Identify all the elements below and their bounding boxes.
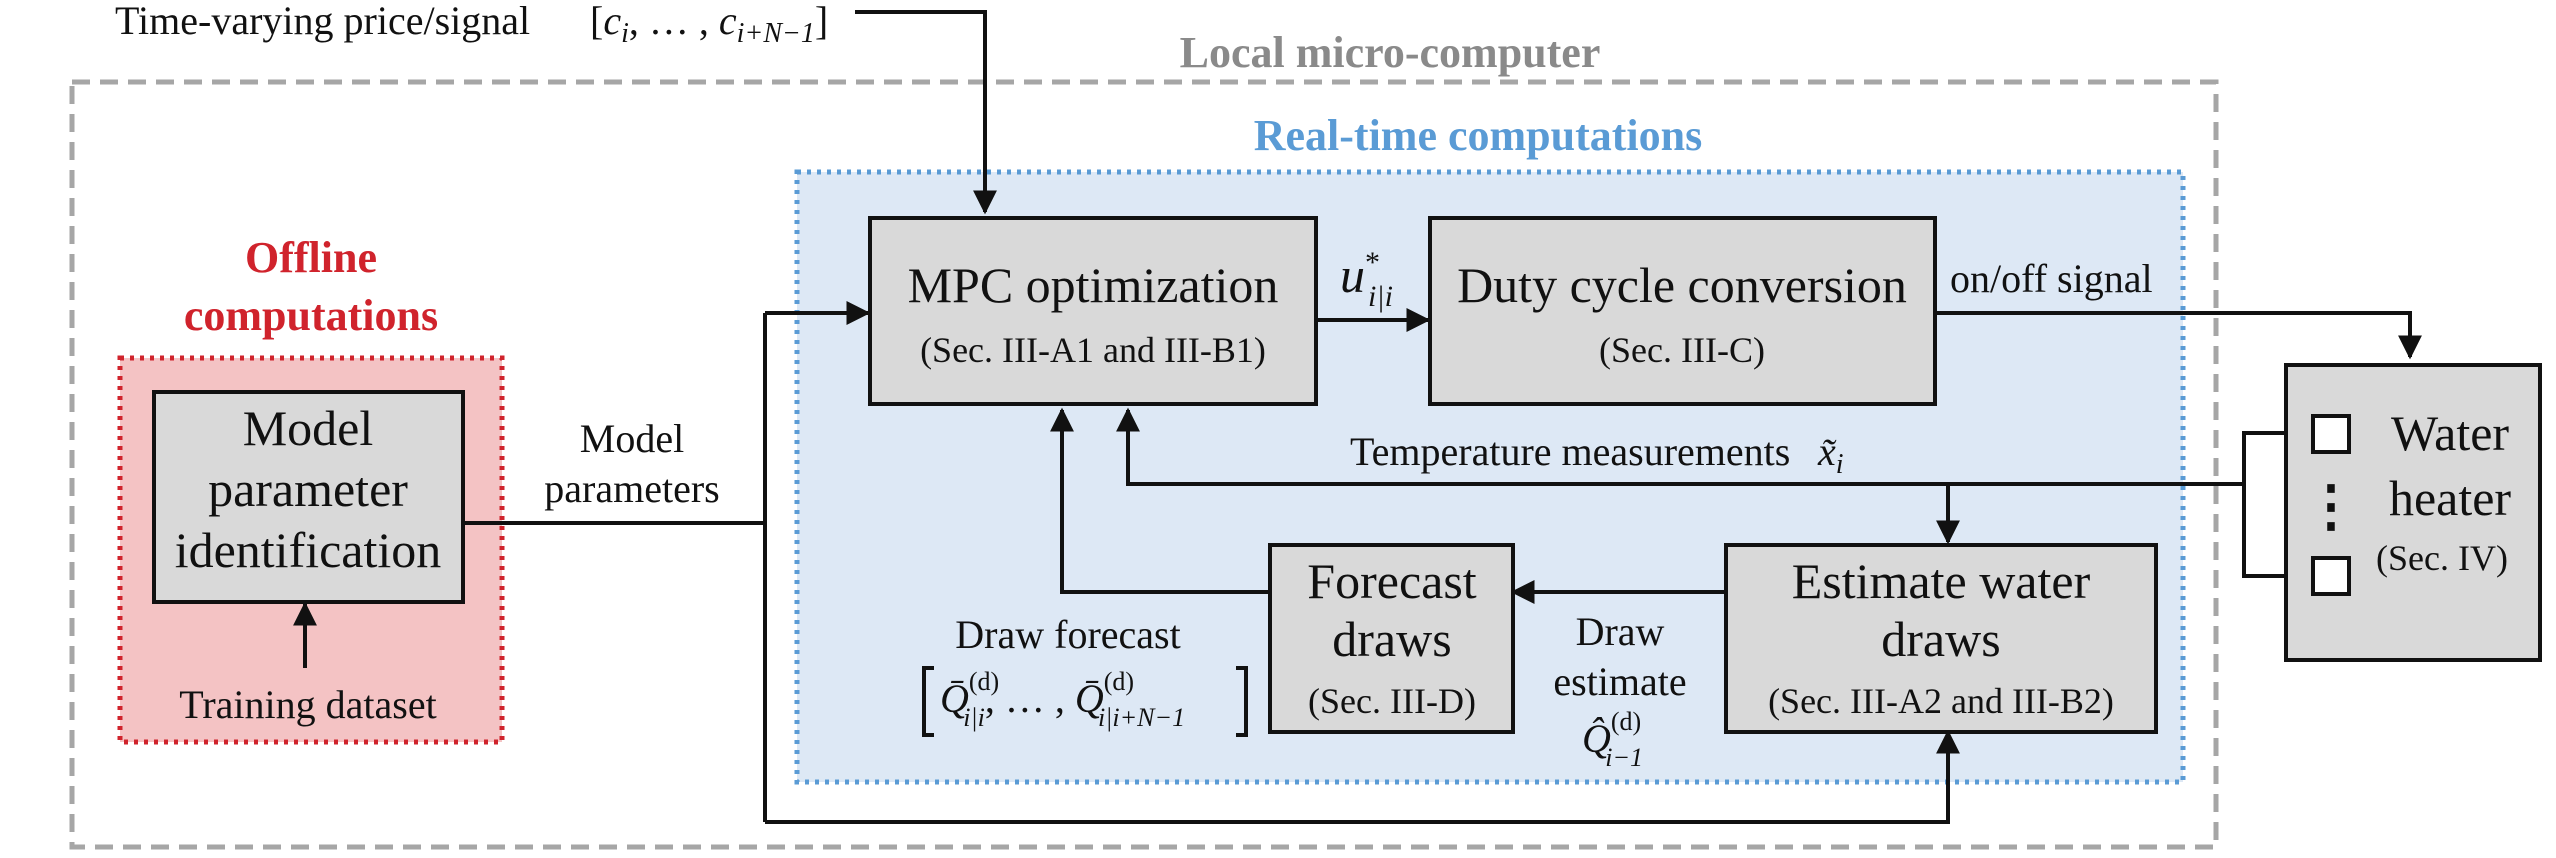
duty-cycle-block: Duty cycle conversion (Sec. III-C) bbox=[1428, 216, 1937, 406]
svg-text:Duty cycle conversion: Duty cycle conversion bbox=[1457, 257, 1907, 313]
svg-text:(Sec. III-D): (Sec. III-D) bbox=[1308, 681, 1476, 721]
onoff-wire bbox=[1935, 311, 2422, 360]
estimate-q-symbol: Q̂(d)i−1 bbox=[1582, 707, 1643, 772]
forecast-vector-label: Q̄(d)i|i, … , Q̄(d)i|i+N−1 bbox=[922, 666, 1248, 737]
temp-meas-wire bbox=[1116, 407, 2244, 486]
sensor-top-icon bbox=[2311, 414, 2351, 454]
svg-text:heater: heater bbox=[2389, 470, 2511, 526]
model-params-label-2: parameters bbox=[544, 466, 719, 511]
sensor-ellipsis: ⋮ bbox=[2303, 476, 2359, 538]
estimate-draws-block: Estimate water draws (Sec. III-A2 and II… bbox=[1724, 543, 2158, 734]
local-region-title: Local micro-computer bbox=[1180, 28, 1601, 77]
model-params-label-1: Model bbox=[580, 416, 684, 461]
temp-meas-label: Temperature measurements bbox=[1350, 429, 1790, 474]
price-signal-wire bbox=[855, 10, 997, 215]
draw-estimate-label-2: estimate bbox=[1553, 659, 1686, 704]
params-to-estimate-wire bbox=[765, 729, 1960, 824]
water-heater-block: ⋮ Water heater (Sec. IV) bbox=[2284, 363, 2542, 662]
svg-text:MPC optimization: MPC optimization bbox=[908, 257, 1279, 313]
svg-text:Water: Water bbox=[2391, 405, 2509, 461]
price-signal-label: Time-varying price/signal bbox=[115, 0, 530, 43]
price-vector-label: [ci, … , ci+N−1] bbox=[590, 0, 828, 49]
realtime-region-title: Real-time computations bbox=[1254, 111, 1703, 160]
draw-estimate-label-1: Draw bbox=[1576, 609, 1665, 654]
model-identification-block: Model parameter identification bbox=[152, 390, 465, 604]
svg-text:(Sec. III-A1 and III-B1): (Sec. III-A1 and III-B1) bbox=[920, 330, 1266, 370]
svg-text:Estimate water: Estimate water bbox=[1792, 553, 2091, 609]
svg-text:draws: draws bbox=[1881, 611, 2000, 667]
sensor-bottom-icon bbox=[2311, 556, 2351, 596]
svg-text:(Sec. IV): (Sec. IV) bbox=[2376, 538, 2508, 578]
u-label: u*i|i bbox=[1340, 246, 1393, 313]
svg-text:Forecast: Forecast bbox=[1307, 553, 1476, 609]
onoff-label: on/off signal bbox=[1950, 256, 2153, 301]
svg-text:draws: draws bbox=[1332, 611, 1451, 667]
svg-text:(Sec. III-A2 and III-B2): (Sec. III-A2 and III-B2) bbox=[1768, 681, 2114, 721]
svg-text:identification: identification bbox=[175, 522, 442, 578]
temp-meas-symbol: x̃i bbox=[1817, 429, 1844, 480]
offline-region-title-2: computations bbox=[184, 291, 438, 340]
draw-forecast-label: Draw forecast bbox=[955, 612, 1180, 657]
training-dataset-label: Training dataset bbox=[179, 682, 436, 727]
forecast-draws-block: Forecast draws (Sec. III-D) bbox=[1268, 543, 1515, 734]
svg-text:Q̄(d)i|i, … , Q̄(d)i|i+N−1: Q̄(d)i|i, … , Q̄(d)i|i+N−1 bbox=[940, 667, 1185, 732]
forecast-to-mpc-wire bbox=[1050, 407, 1270, 594]
offline-region-title-1: Offline bbox=[245, 233, 377, 282]
svg-text:(Sec. III-C): (Sec. III-C) bbox=[1599, 330, 1765, 370]
svg-text:parameter: parameter bbox=[208, 461, 408, 517]
mpc-optimization-block: MPC optimization (Sec. III-A1 and III-B1… bbox=[868, 216, 1318, 406]
sensor-bracket-wire bbox=[2242, 431, 2313, 578]
local-microcomputer-region bbox=[69, 79, 2219, 850]
svg-text:Model: Model bbox=[243, 400, 374, 456]
